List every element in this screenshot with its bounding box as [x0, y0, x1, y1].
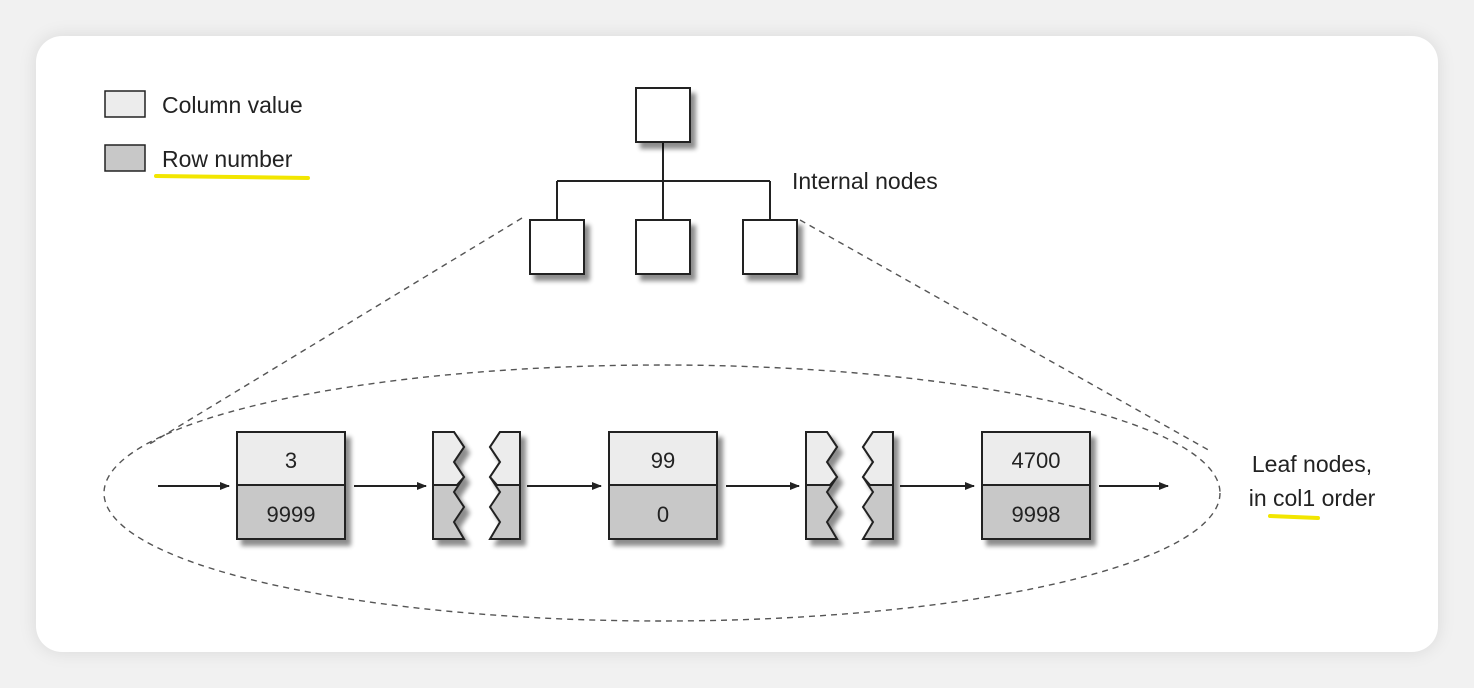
- col1-highlight: [1268, 514, 1320, 520]
- legend-column-value-label: Column value: [162, 92, 303, 118]
- root-node: [635, 87, 691, 143]
- leaf-row-number-cell: [608, 484, 718, 540]
- internal-node: [635, 219, 691, 275]
- elided-leaf-nodes-2: [805, 431, 894, 540]
- leaf-node-3: [981, 431, 1091, 540]
- torn-node-right-half-top: [488, 431, 521, 486]
- zoom-line-right: [799, 219, 1213, 453]
- legend-column-value-swatch: [104, 90, 146, 118]
- leaf-row-number: 9999: [267, 502, 316, 527]
- leaf-row-number-cell: [236, 484, 346, 540]
- torn-node-left-half-top: [805, 431, 839, 486]
- legend: Column value Row number: [104, 90, 310, 180]
- leaf-row-number: 0: [657, 502, 669, 527]
- torn-node-left-half-top: [432, 431, 466, 486]
- leaf-nodes-label-line2: in col1 order: [1249, 485, 1376, 511]
- leaf-row-number: 9998: [1012, 502, 1061, 527]
- leaf-nodes-label-line1: Leaf nodes,: [1252, 451, 1372, 477]
- internal-nodes-label: Internal nodes: [792, 168, 938, 194]
- diagram-card: [36, 36, 1438, 652]
- leaf-row-number-cell: [981, 484, 1091, 540]
- zoom-line-left: [147, 217, 523, 446]
- leaf-nodes-label-order: order: [1315, 485, 1375, 511]
- leaf-column-value-cell: [608, 431, 718, 486]
- internal-node: [742, 219, 798, 275]
- elided-leaf-nodes-1: [432, 431, 521, 540]
- internal-node-tree: Internal nodes: [529, 87, 938, 275]
- leaf-column-value: 99: [651, 448, 675, 473]
- leaf-nodes-label-col1: col1: [1273, 485, 1315, 511]
- legend-row-number-label: Row number: [162, 146, 293, 172]
- leaf-nodes-label: Leaf nodes, in col1 order: [1249, 451, 1376, 520]
- leaf-level-ellipse: [103, 364, 1221, 622]
- leaf-nodes-label-in: in: [1249, 485, 1273, 511]
- leaf-node-2: [608, 431, 718, 540]
- leaf-column-value-cell: [981, 431, 1091, 486]
- legend-row-number-swatch: [104, 144, 146, 172]
- leaf-node-1: [236, 431, 346, 540]
- leaf-column-value: 4700: [1012, 448, 1061, 473]
- leaf-column-value: 3: [285, 448, 297, 473]
- internal-node: [529, 219, 585, 275]
- legend-row-number-highlight: [154, 174, 310, 180]
- torn-node-right-half-top: [861, 431, 894, 486]
